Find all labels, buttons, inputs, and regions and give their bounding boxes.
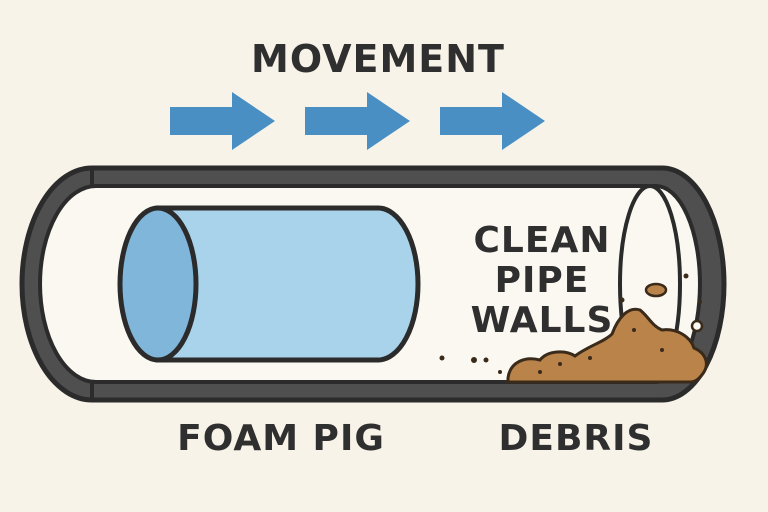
debris-speck — [632, 328, 636, 332]
clean-label-line-1: CLEAN — [474, 220, 611, 261]
debris-speck — [538, 370, 542, 374]
arrow-right-icon — [170, 92, 275, 150]
clean-label-line-3: WALLS — [471, 300, 614, 341]
debris-chunk — [644, 282, 668, 298]
clean-label-line-2: PIPE — [495, 260, 590, 301]
debris-speck — [660, 348, 664, 352]
arrow-right-icon — [440, 92, 545, 150]
debris-particle — [690, 319, 704, 333]
debris-particle — [683, 273, 689, 279]
arrow-right-icon — [305, 92, 410, 150]
movement-label: MOVEMENT — [251, 37, 505, 81]
debris-mound — [506, 307, 708, 384]
debris-particle — [439, 355, 445, 361]
debris-particle — [619, 297, 625, 303]
clean-pipe-walls-label: CLEAN PIPE WALLS — [471, 220, 614, 341]
foam-pig-face — [117, 205, 199, 363]
foam-pig — [117, 205, 421, 363]
debris-particle — [698, 300, 702, 304]
debris-particle — [471, 357, 477, 363]
movement-arrows — [170, 92, 545, 150]
foam-pig-label: FOAM PIG — [177, 418, 385, 459]
debris-particle — [483, 357, 489, 363]
debris-speck — [588, 356, 592, 360]
debris-speck — [558, 362, 562, 366]
debris-label: DEBRIS — [499, 418, 654, 459]
debris-particle — [498, 370, 502, 374]
debris-pile — [439, 273, 708, 384]
foam-pig-body — [155, 205, 421, 363]
